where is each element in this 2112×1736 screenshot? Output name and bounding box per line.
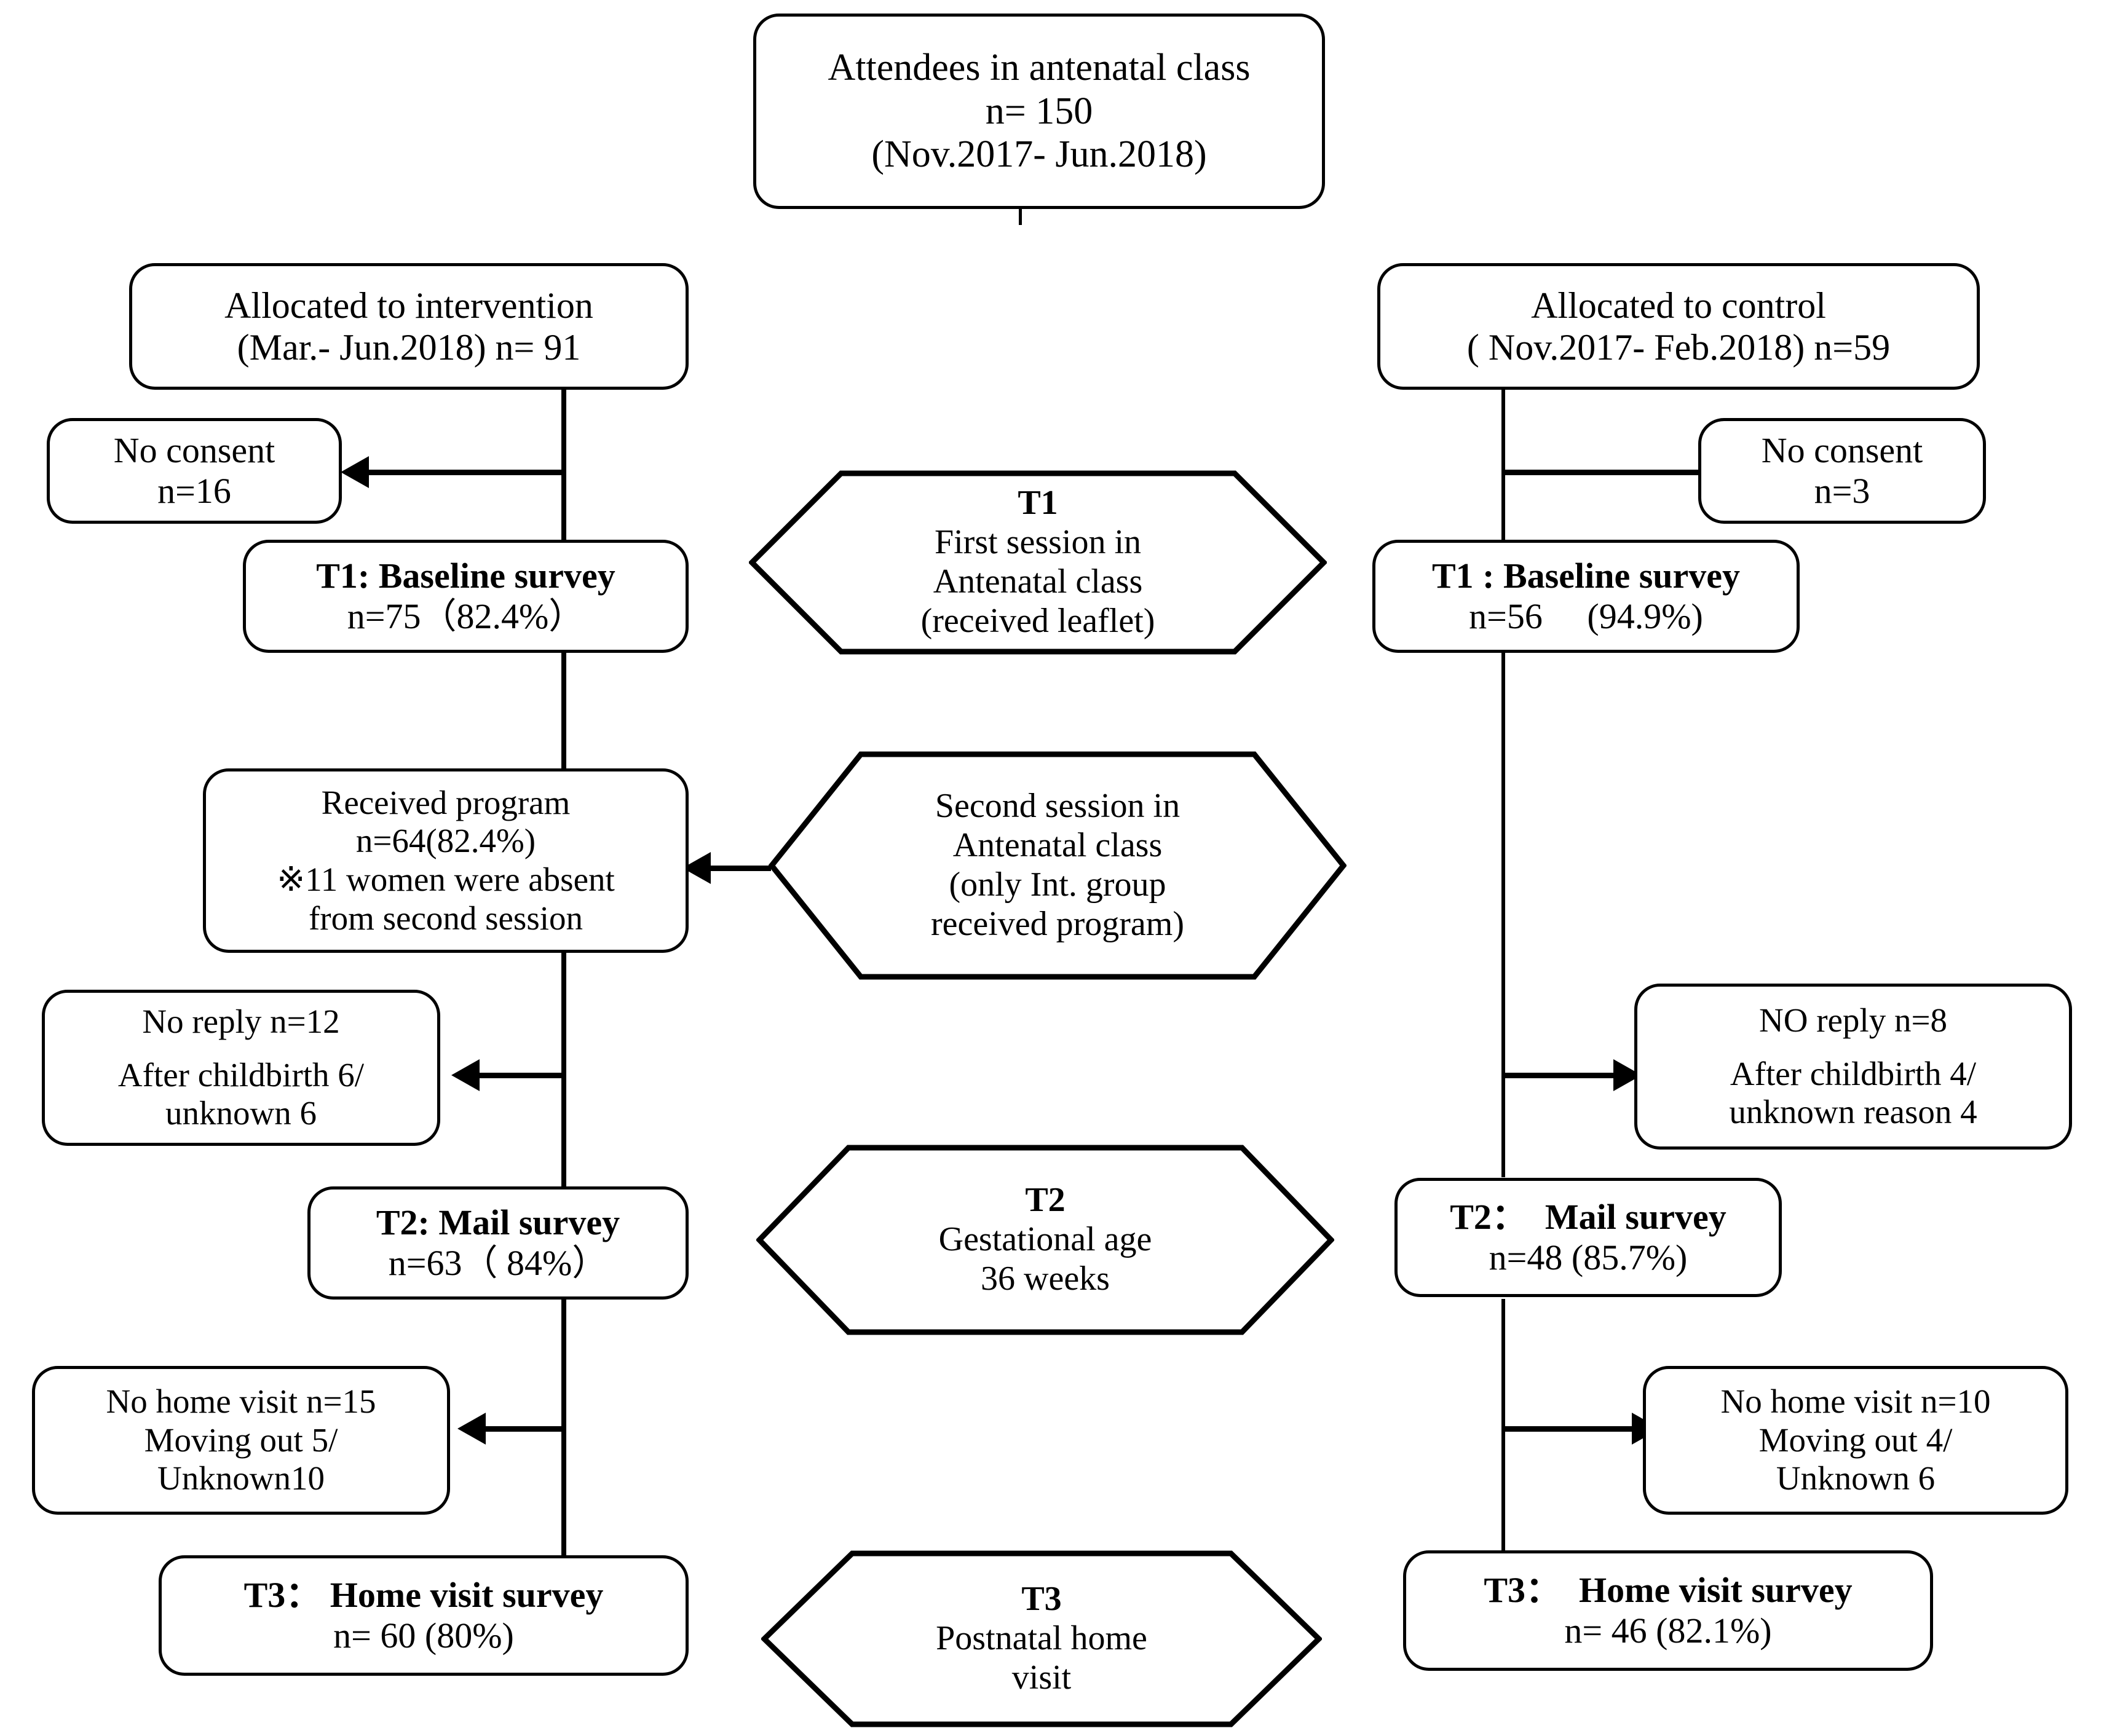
hexagon-t2-label: T2 <box>1025 1181 1066 1220</box>
node-t1-baseline-intervention: T1: Baseline survey n=75（82.4%） <box>243 540 689 653</box>
no-home-visit-intervention-line-1: No home visit n=15 <box>106 1382 376 1420</box>
hexagon-second-session: Second session in Antenatal class (only … <box>769 751 1347 980</box>
no-consent-control-line-1: No consent <box>1761 430 1923 470</box>
no-reply-intervention-line-2: After childbirth 6/ <box>117 1055 365 1094</box>
connector-right-spine-1 <box>1501 389 1505 541</box>
t3-home-visit-intervention-line-2: n= 60 (80%) <box>333 1616 514 1655</box>
hexagon-t1-shape <box>749 470 1327 655</box>
no-reply-intervention-line-3: unknown 6 <box>165 1094 317 1132</box>
connector-right-no-home-visit <box>1503 1426 1632 1432</box>
connector-left-no-consent <box>369 470 564 475</box>
hexagon-t2-shape <box>756 1145 1334 1335</box>
allocated-control-line-2: ( Nov.2017- Feb.2018) n=59 <box>1466 327 1891 368</box>
allocated-intervention-line-2: (Mar.- Jun.2018) n= 91 <box>237 327 581 368</box>
connector-left-spine-2 <box>561 652 566 771</box>
hexagon-t1-label: T1 <box>1018 484 1058 523</box>
node-no-consent-intervention: No consent n=16 <box>47 418 342 524</box>
hexagon-t3-line-1: Postnatal home <box>936 1619 1147 1658</box>
no-home-visit-control-line-1: No home visit n=10 <box>1720 1382 1991 1420</box>
node-t3-home-visit-intervention: T3： Home visit survey n= 60 (80%) <box>159 1555 689 1676</box>
hexagon-t3-postnatal-home-visit: T3 Postnatal home visit <box>761 1550 1322 1727</box>
connector-top-stem <box>1019 208 1022 225</box>
no-consent-intervention-line-2: n=16 <box>157 471 231 511</box>
allocated-intervention-line-1: Allocated to intervention <box>224 285 593 326</box>
connector-left-no-home-visit <box>486 1426 566 1432</box>
t1-baseline-intervention-line-2: n=75（82.4%） <box>347 596 585 636</box>
node-t2-mail-intervention: T2: Mail survey n=63（ 84%） <box>307 1186 689 1300</box>
connector-right-no-reply <box>1503 1073 1613 1078</box>
hexagon-second-session-line-1: Second session in <box>935 787 1181 826</box>
hexagon-second-session-line-2: Antenatal class <box>952 826 1163 865</box>
t1-baseline-control-line-1: T1 : Baseline survey <box>1431 555 1741 596</box>
node-received-program: Received program n=64(82.4%) ※11 women w… <box>203 768 689 953</box>
node-no-reply-intervention: No reply n=12 After childbirth 6/ unknow… <box>42 990 440 1146</box>
connector-right-no-consent <box>1503 470 1698 475</box>
arrowhead-left-no-reply <box>451 1059 480 1091</box>
node-no-reply-control: NO reply n=8 After childbirth 4/ unknown… <box>1634 984 2072 1150</box>
no-home-visit-control-line-2: Moving out 4/ <box>1758 1421 1953 1459</box>
no-reply-control-line-1: NO reply n=8 <box>1759 1001 1947 1039</box>
node-no-home-visit-control: No home visit n=10 Moving out 4/ Unknown… <box>1643 1366 2068 1515</box>
hexagon-second-session-line-3: (only Int. group <box>949 866 1166 904</box>
hexagon-t2-gestational-age: T2 Gestational age 36 weeks <box>756 1145 1334 1335</box>
received-program-line-3: ※11 women were absent <box>277 861 615 898</box>
connector-left-spine-1 <box>561 389 566 541</box>
t2-mail-intervention-line-1: T2: Mail survey <box>376 1202 620 1242</box>
t1-baseline-control-line-2: n=56 (94.9%) <box>1469 596 1703 636</box>
no-home-visit-intervention-line-2: Moving out 5/ <box>144 1421 338 1459</box>
arrowhead-left-no-consent <box>341 456 369 488</box>
node-t3-home-visit-control: T3： Home visit survey n= 46 (82.1%) <box>1403 1550 1933 1671</box>
attendees-line-2: n= 150 <box>985 90 1093 132</box>
connector-left-spine-4 <box>561 1299 566 1564</box>
hexagon-t3-line-2: visit <box>1011 1658 1072 1697</box>
connector-left-no-reply <box>480 1073 566 1078</box>
hexagon-t3-label: T3 <box>1021 1580 1062 1619</box>
allocated-control-line-1: Allocated to control <box>1531 285 1826 326</box>
connector-left-spine-3 <box>561 942 566 1188</box>
node-t2-mail-control: T2： Mail survey n=48 (85.7%) <box>1394 1178 1782 1297</box>
attendees-line-1: Attendees in antenatal class <box>828 46 1251 89</box>
no-reply-control-line-3: unknown reason 4 <box>1729 1093 1977 1131</box>
connector-second-session-to-program <box>711 866 771 871</box>
received-program-line-4: from second session <box>308 899 583 937</box>
hexagon-second-session-line-4: received program) <box>931 904 1184 943</box>
t3-home-visit-control-line-1: T3： Home visit survey <box>1484 1569 1853 1610</box>
no-reply-intervention-line-1: No reply n=12 <box>142 1002 340 1040</box>
node-allocated-control: Allocated to control ( Nov.2017- Feb.201… <box>1377 263 1980 390</box>
no-reply-control-line-2: After childbirth 4/ <box>1730 1054 1977 1092</box>
node-t1-baseline-control: T1 : Baseline survey n=56 (94.9%) <box>1372 540 1800 653</box>
hexagon-second-session-shape <box>769 751 1347 980</box>
received-program-line-1: Received program <box>321 783 571 821</box>
no-consent-intervention-line-1: No consent <box>113 430 275 470</box>
t1-baseline-intervention-line-1: T1: Baseline survey <box>316 555 615 596</box>
hexagon-t1-line-1: First session in <box>934 523 1142 562</box>
hexagon-t3-shape <box>761 1550 1322 1727</box>
node-attendees-antenatal-class: Attendees in antenatal class n= 150 (Nov… <box>753 14 1325 209</box>
hexagon-t1-first-session: T1 First session in Antenatal class (rec… <box>749 470 1327 655</box>
no-consent-control-line-2: n=3 <box>1814 471 1870 511</box>
hexagon-t2-line-2: 36 weeks <box>981 1259 1110 1298</box>
attendees-line-3: (Nov.2017- Jun.2018) <box>871 133 1207 176</box>
no-home-visit-control-line-3: Unknown 6 <box>1776 1459 1936 1497</box>
t2-mail-control-line-2: n=48 (85.7%) <box>1489 1237 1688 1277</box>
arrowhead-left-no-home-visit <box>457 1413 486 1445</box>
received-program-line-2: n=64(82.4%) <box>355 822 536 860</box>
t3-home-visit-control-line-2: n= 46 (82.1%) <box>1564 1611 1772 1651</box>
hexagon-t2-line-1: Gestational age <box>938 1220 1152 1259</box>
t3-home-visit-intervention-line-1: T3： Home visit survey <box>243 1574 604 1615</box>
node-no-consent-control: No consent n=3 <box>1698 418 1986 524</box>
hexagon-t1-line-3: (received leaflet) <box>920 601 1155 640</box>
no-home-visit-intervention-line-3: Unknown10 <box>157 1459 325 1497</box>
node-no-home-visit-intervention: No home visit n=15 Moving out 5/ Unknown… <box>32 1366 450 1515</box>
hexagon-t1-line-2: Antenatal class <box>933 562 1143 601</box>
connector-right-spine-3 <box>1501 1299 1505 1564</box>
node-allocated-intervention: Allocated to intervention (Mar.- Jun.201… <box>129 263 689 390</box>
t2-mail-control-line-1: T2： Mail survey <box>1450 1196 1726 1237</box>
t2-mail-intervention-line-2: n=63（ 84%） <box>388 1243 608 1283</box>
connector-right-spine-2 <box>1501 652 1505 1177</box>
